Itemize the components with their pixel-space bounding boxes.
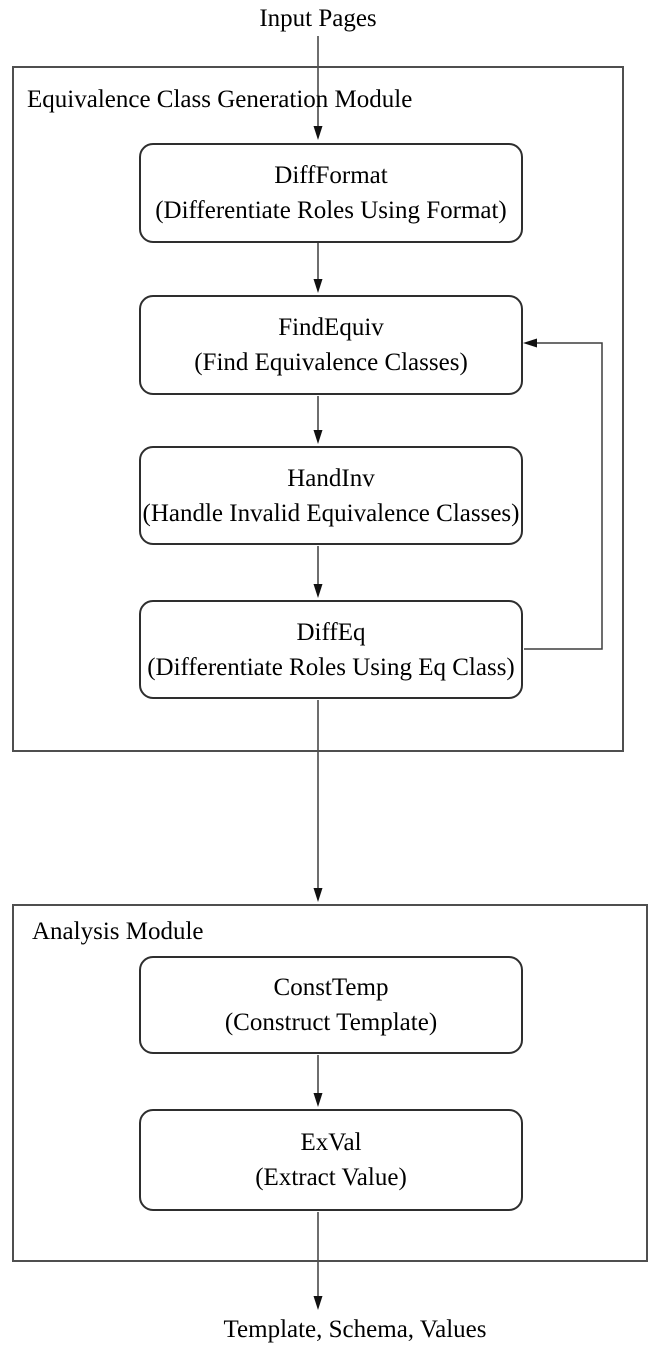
node-handinv: HandInv (Handle Invalid Equivalence Clas…: [139, 446, 523, 545]
node-diffformat: DiffFormat (Differentiate Roles Using Fo…: [139, 143, 523, 243]
module-analysis: Analysis Module: [12, 904, 648, 1262]
arrowhead-icon: [523, 338, 537, 348]
node-diffformat-desc: (Differentiate Roles Using Format): [155, 197, 507, 224]
node-handinv-name: HandInv: [287, 464, 375, 492]
arrowhead-icon: [313, 888, 323, 902]
arrowhead-icon: [313, 1093, 323, 1107]
module-equivalence-class-generation: Equivalence Class Generation Module: [12, 66, 624, 752]
node-diffeq-name: DiffEq: [296, 618, 366, 646]
input-pages-label: Input Pages: [259, 5, 377, 32]
node-findequiv-desc: (Find Equivalence Classes): [194, 349, 468, 376]
node-findequiv: FindEquiv (Find Equivalence Classes): [139, 295, 523, 395]
module-analysis-label: Analysis Module: [32, 918, 204, 945]
node-diffeq: DiffEq (Differentiate Roles Using Eq Cla…: [139, 600, 523, 699]
node-handinv-desc: (Handle Invalid Equivalence Classes): [142, 499, 520, 527]
node-consttemp-desc: (Construct Template): [224, 1009, 438, 1036]
node-findequiv-name: FindEquiv: [278, 314, 384, 341]
node-diffformat-name: DiffFormat: [274, 162, 388, 189]
arrowhead-icon: [313, 430, 323, 444]
arrowhead-icon: [313, 279, 323, 293]
node-consttemp-name: ConstTemp: [273, 974, 389, 1001]
module-equivalence-label: Equivalence Class Generation Module: [27, 86, 413, 113]
node-diffeq-desc: (Differentiate Roles Using Eq Class): [147, 653, 515, 681]
node-exval-desc: (Extract Value): [255, 1164, 407, 1191]
edge-feedback-diffeq-to-findequiv: [524, 342, 603, 650]
node-exval: ExVal (Extract Value): [139, 1109, 523, 1211]
node-exval-name: ExVal: [300, 1129, 362, 1156]
node-consttemp: ConstTemp (Construct Template): [139, 956, 523, 1054]
arrowhead-icon: [313, 584, 323, 598]
arrowhead-icon: [313, 1296, 323, 1310]
arrowhead-icon: [313, 126, 323, 140]
output-label: Template, Schema, Values: [223, 1316, 487, 1343]
